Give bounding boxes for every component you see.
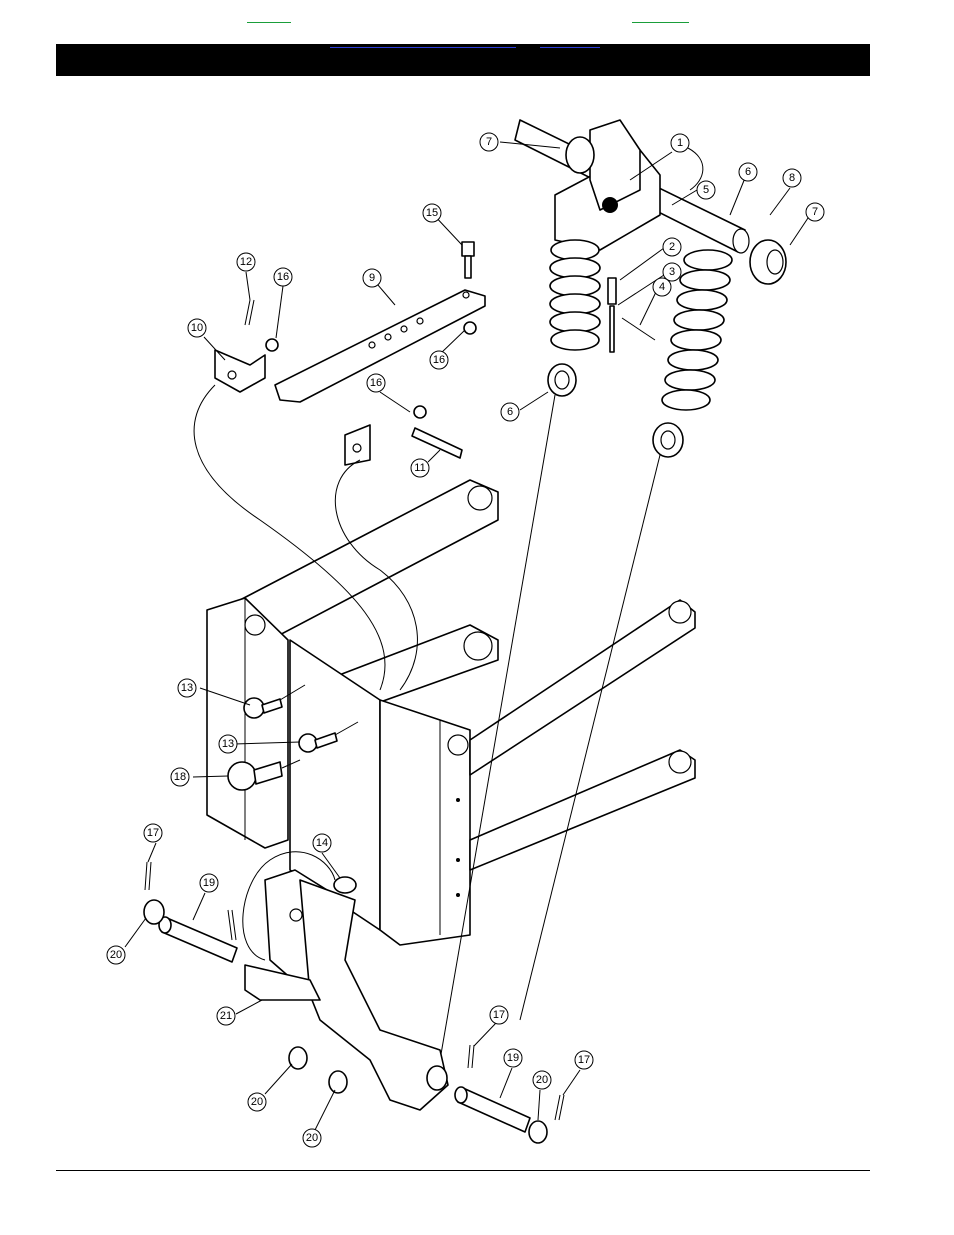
callout-7-right: 7 [805, 202, 825, 222]
adjustment-bar [193, 241, 486, 691]
svg-text:20: 20 [251, 1096, 263, 1108]
callout-3: 3 [662, 262, 682, 282]
callout-13-lower: 13 [218, 734, 238, 754]
svg-text:1: 1 [677, 137, 683, 149]
spring-assembly [439, 119, 787, 1061]
svg-text:7: 7 [486, 136, 492, 148]
callout-4: 4 [652, 277, 672, 297]
callout-16-right: 16 [429, 350, 449, 370]
callout-7-left: 7 [479, 132, 499, 152]
callout-20-bottom2: 20 [302, 1128, 322, 1148]
svg-text:16: 16 [277, 271, 289, 283]
svg-text:6: 6 [507, 406, 513, 418]
header-link-2[interactable] [540, 47, 600, 48]
callout-6-left: 6 [500, 402, 520, 422]
svg-text:19: 19 [203, 877, 215, 889]
plate-bolts [227, 684, 359, 791]
callout-13-upper: 13 [177, 678, 197, 698]
svg-text:20: 20 [110, 949, 122, 961]
svg-text:17: 17 [147, 827, 159, 839]
svg-text:17: 17 [493, 1009, 505, 1021]
callout-20-right: 20 [532, 1070, 552, 1090]
svg-text:7: 7 [812, 206, 818, 218]
svg-text:16: 16 [370, 377, 382, 389]
callout-2: 2 [662, 237, 682, 257]
svg-text:10: 10 [191, 322, 203, 334]
svg-text:12: 12 [240, 256, 252, 268]
svg-text:4: 4 [659, 281, 665, 293]
callout-5: 5 [696, 180, 716, 200]
callout-15: 15 [422, 203, 442, 223]
callout-16-mid: 16 [366, 373, 386, 393]
svg-text:16: 16 [433, 354, 445, 366]
svg-text:19: 19 [507, 1052, 519, 1064]
svg-text:15: 15 [426, 207, 438, 219]
callout-17-left: 17 [143, 823, 163, 843]
svg-text:8: 8 [789, 172, 795, 184]
svg-text:13: 13 [181, 682, 193, 694]
svg-text:18: 18 [174, 771, 186, 783]
lower-hitch [143, 851, 565, 1144]
callout-6-top: 6 [738, 162, 758, 182]
main-frame [206, 479, 696, 946]
callout-11: 11 [410, 458, 430, 478]
callout-8: 8 [782, 168, 802, 188]
svg-text:14: 14 [316, 837, 328, 849]
svg-text:20: 20 [306, 1132, 318, 1144]
callout-14: 14 [312, 833, 332, 853]
svg-text:9: 9 [369, 272, 375, 284]
callout-1: 1 [670, 133, 690, 153]
callout-16-left: 16 [273, 267, 293, 287]
callout-20-bottom1: 20 [247, 1092, 267, 1112]
callout-17-right: 17 [574, 1050, 594, 1070]
callout-18: 18 [170, 767, 190, 787]
svg-text:2: 2 [669, 241, 675, 253]
callout-10: 10 [187, 318, 207, 338]
svg-text:11: 11 [414, 462, 425, 474]
svg-text:5: 5 [703, 184, 709, 196]
spring-left [547, 239, 601, 397]
callout-9: 9 [362, 268, 382, 288]
callout-20-left: 20 [106, 945, 126, 965]
svg-text:6: 6 [745, 166, 751, 178]
nav-link-right[interactable] [632, 10, 689, 23]
svg-text:17: 17 [578, 1054, 590, 1066]
callout-12: 12 [236, 252, 256, 272]
callout-19-left: 19 [199, 873, 219, 893]
spring-right [652, 249, 733, 458]
svg-text:21: 21 [220, 1010, 232, 1022]
header-link-1[interactable] [330, 47, 516, 48]
nav-link-left[interactable] [247, 10, 291, 23]
svg-text:13: 13 [222, 738, 234, 750]
callout-21: 21 [216, 1006, 236, 1026]
svg-text:3: 3 [669, 266, 675, 278]
footer-rule [56, 1170, 870, 1171]
svg-text:20: 20 [536, 1074, 548, 1086]
header-bar [56, 44, 870, 76]
callout-19-right: 19 [503, 1048, 523, 1068]
callout-17-mid: 17 [489, 1005, 509, 1025]
